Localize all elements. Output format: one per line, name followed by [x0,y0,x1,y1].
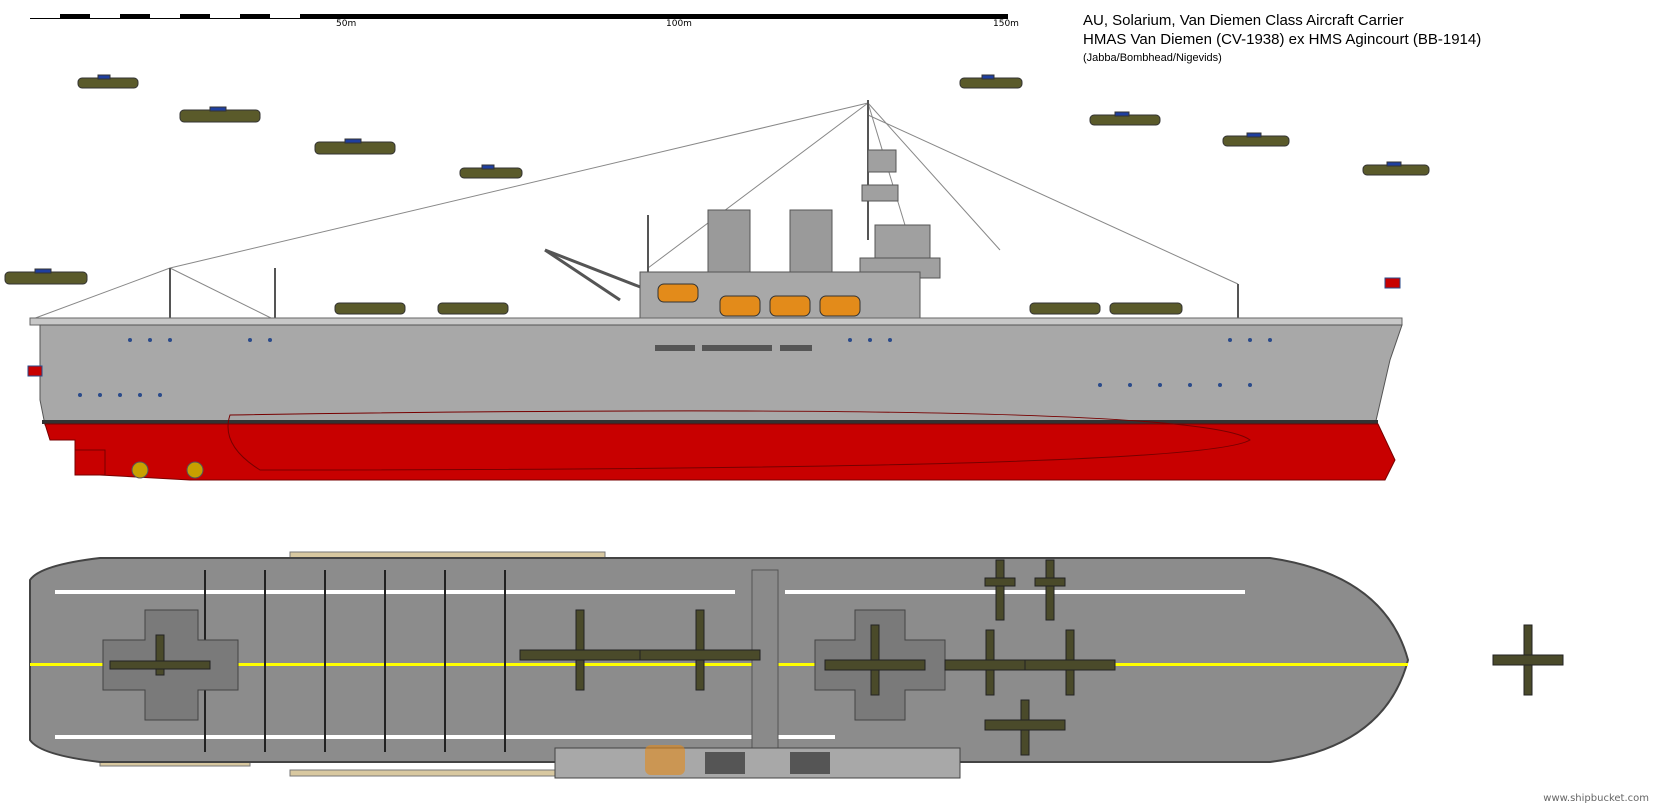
hull-upper [39,324,1403,426]
plan-view [29,551,1410,779]
rudder [74,449,106,476]
scale-bar [30,14,1008,19]
deck-edge-line-top [55,590,735,594]
profile-view [27,100,1403,481]
torpedo-bulge [227,410,1251,471]
propeller-2 [186,461,204,479]
aircraft-plan [109,559,1564,756]
ensign-bow [1384,277,1401,289]
funnel-aft [707,209,751,281]
vents [655,345,812,351]
aircraft-on-deck-profile [334,302,1183,315]
deck-centerline [30,663,1408,666]
title-line-3: (Jabba/Bombhead/Nigevids) [1083,52,1222,64]
island-plan [554,745,961,779]
aircraft-flying [4,74,1430,285]
title-line-1: AU, Solarium, Van Diemen Class Aircraft … [1083,12,1404,29]
boot-topping [42,420,1378,424]
funnel-fore [789,209,833,281]
ensign-stern [27,365,43,377]
scale-tick-150m: 150m [993,19,1019,29]
rigging-lines [29,102,1239,321]
portholes [78,338,1272,397]
flight-deck-profile [29,317,1403,326]
arrestor-wires [204,570,506,752]
scale-tick-100m: 100m [666,19,692,29]
crash-barrier [751,569,779,761]
crane [544,248,649,302]
deck-edge-line-top-2 [785,590,1245,594]
propeller-1 [131,461,149,479]
credit-text: www.shipbucket.com [1543,793,1649,804]
title-line-2: HMAS Van Diemen (CV-1938) ex HMS Agincou… [1083,31,1482,48]
scale-tick-50m: 50m [336,19,357,29]
hull-red [44,423,1396,481]
bridge-tower [859,149,941,279]
